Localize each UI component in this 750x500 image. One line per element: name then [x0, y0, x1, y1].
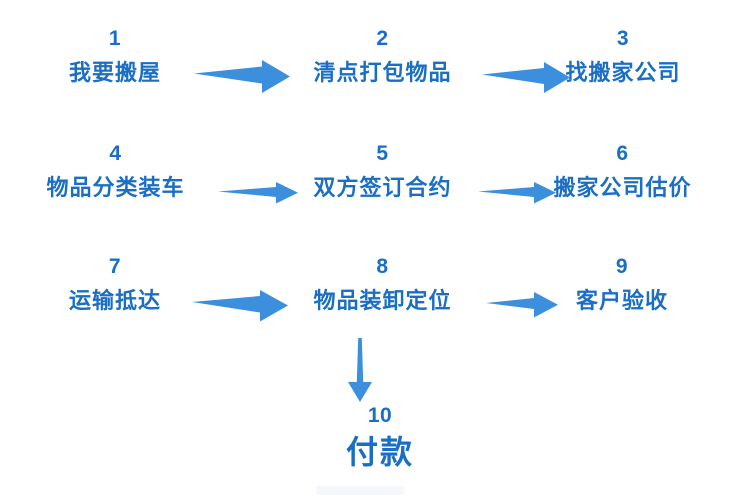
step-6: 6 搬家公司估价: [535, 143, 710, 199]
step-label: 客户验收: [575, 288, 668, 313]
step-10: 10 付款: [295, 405, 465, 468]
arrow-right-icon: [218, 182, 298, 204]
step-label: 我要搬屋: [68, 60, 161, 85]
step-number: 4: [109, 142, 122, 165]
step-5: 5 双方签订合约: [295, 143, 470, 199]
step-number: 6: [616, 142, 629, 165]
step-label: 搬家公司估价: [553, 175, 692, 200]
step-label: 物品分类装车: [46, 175, 185, 200]
step-8: 8 物品装卸定位: [295, 256, 470, 312]
arrow-right-icon: [194, 60, 290, 93]
step-number: 2: [376, 27, 389, 50]
step-4: 4 物品分类装车: [28, 143, 203, 199]
step-2: 2 清点打包物品: [295, 28, 470, 84]
arrow-right-icon: [192, 290, 288, 322]
step-3: 3 找搬家公司: [548, 28, 698, 84]
step-label: 清点打包物品: [313, 60, 452, 85]
step-label: 付款: [345, 434, 414, 470]
bottom-shadow-artifact: [316, 486, 404, 495]
step-number: 9: [615, 255, 629, 278]
arrow-down-icon: [348, 338, 372, 402]
arrow-7-to-8: [192, 290, 288, 322]
arrow-1-to-2: [194, 60, 290, 94]
step-9: 9 客户验收: [552, 256, 692, 312]
step-label: 物品装卸定位: [313, 288, 452, 313]
step-1: 1 我要搬屋: [45, 28, 185, 84]
step-label: 找搬家公司: [565, 60, 681, 85]
arrow-right-icon: [486, 292, 558, 318]
step-number: 8: [376, 255, 389, 278]
step-number: 7: [108, 255, 122, 278]
step-7: 7 运输抵达: [45, 256, 185, 312]
step-number: 1: [108, 27, 122, 50]
step-label: 运输抵达: [68, 288, 161, 313]
arrow-8-to-9: [486, 292, 558, 318]
step-number: 10: [367, 404, 393, 427]
arrow-8-to-10: [347, 338, 373, 402]
arrow-4-to-5: [218, 182, 298, 204]
step-number: 3: [616, 27, 630, 50]
step-label: 双方签订合约: [313, 175, 452, 200]
step-number: 5: [376, 142, 389, 165]
